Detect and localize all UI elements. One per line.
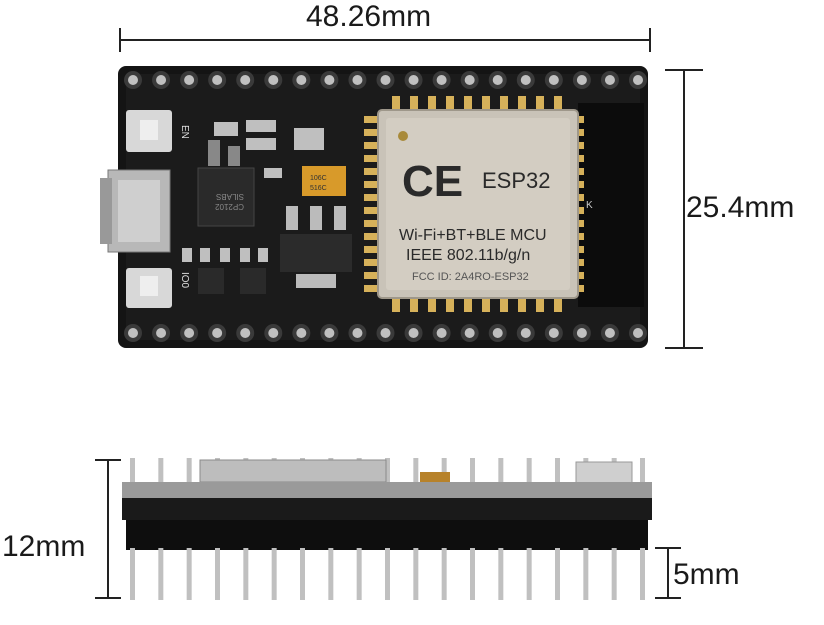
side-pin-bottom xyxy=(130,548,135,600)
side-pin-bottom xyxy=(300,548,305,600)
board-top-view: CE ESP32 Wi-Fi+BT+BLE MCU IEEE 802.11b/g… xyxy=(100,28,703,349)
width-dimension-label: 48.26mm xyxy=(306,0,432,33)
side-pin-top xyxy=(441,458,447,484)
side-pin-top xyxy=(470,458,475,484)
cap-label-1: 106C xyxy=(310,175,327,182)
voltage-regulator xyxy=(280,234,352,272)
side-pin-top xyxy=(385,458,390,484)
side-pin-bottom xyxy=(470,548,475,600)
side-header-base xyxy=(126,520,648,550)
thickness-dimension-label: 12mm xyxy=(2,530,86,563)
side-pin-top xyxy=(498,458,504,484)
side-pin-bottom xyxy=(243,548,249,600)
side-pin-top xyxy=(130,458,135,484)
pin-length-dimension-line xyxy=(655,547,681,599)
side-pin-bottom xyxy=(640,548,645,600)
side-pin-bottom xyxy=(526,548,532,600)
side-pin-bottom xyxy=(413,548,419,600)
side-pcb xyxy=(122,482,652,498)
side-pin-bottom xyxy=(215,548,220,600)
smd-components xyxy=(182,120,324,294)
chip-label-2: CP2102 xyxy=(215,202,244,211)
side-pin-bottom xyxy=(555,548,560,600)
height-dimension-line xyxy=(665,69,703,349)
en-label: EN xyxy=(179,125,190,139)
thickness-dimension-line xyxy=(95,459,121,599)
side-pin-top xyxy=(555,458,560,484)
side-pin-top xyxy=(413,458,419,484)
side-pin-bottom xyxy=(498,548,504,600)
boot-label: IO0 xyxy=(179,272,190,289)
pin-length-dimension-label: 5mm xyxy=(673,558,740,591)
tantalum-capacitor xyxy=(302,166,346,196)
side-pin-top xyxy=(158,458,164,484)
side-button xyxy=(575,461,633,485)
top-header-pins xyxy=(124,71,647,89)
side-pin-bottom xyxy=(328,548,334,600)
cap-label-2: 516C xyxy=(310,185,327,192)
side-pin-top xyxy=(640,458,645,484)
side-pin-bottom xyxy=(441,548,447,600)
side-pin-bottom xyxy=(356,548,362,600)
chip-label-1: SILABS xyxy=(216,192,244,201)
module-pads xyxy=(364,96,584,312)
ce-mark: CE xyxy=(402,157,463,206)
side-pin-top xyxy=(186,458,192,484)
side-pin-bottom xyxy=(158,548,164,600)
board-side-view xyxy=(95,458,681,600)
bottom-header-pins xyxy=(124,324,647,342)
side-module-shield xyxy=(199,459,387,483)
width-dimension-line xyxy=(119,28,651,52)
side-pin-bottom xyxy=(611,548,617,600)
side-bottom-pins xyxy=(130,548,645,600)
module-fcc: FCC ID: 2A4RO-ESP32 xyxy=(412,271,529,283)
height-dimension-label: 25.4mm xyxy=(686,191,795,224)
k-label: K xyxy=(586,200,593,211)
side-pin-bottom xyxy=(271,548,277,600)
module-name: ESP32 xyxy=(482,168,551,193)
side-pin-bottom xyxy=(186,548,192,600)
module-line-1: Wi-Fi+BT+BLE MCU xyxy=(399,227,547,244)
usb-uart-chip xyxy=(197,167,255,227)
side-pin-bottom xyxy=(385,548,390,600)
side-pin-bottom xyxy=(583,548,589,600)
side-pin-top xyxy=(526,458,532,484)
antenna-area xyxy=(578,103,644,307)
module-line-2: IEEE 802.11b/g/n xyxy=(406,247,530,264)
